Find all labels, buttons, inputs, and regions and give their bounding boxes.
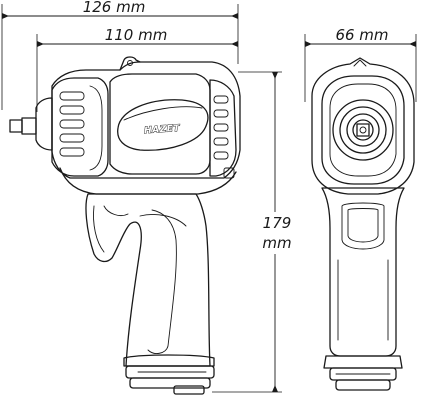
width-dimension: 66 mm: [304, 26, 417, 102]
side-front-slot-4: [59, 133, 85, 143]
side-rear-slot-3: [213, 123, 229, 132]
side-logo-swoosh: [123, 106, 203, 121]
side-rear-slot-2: [213, 109, 229, 118]
overall-length-arrow-left: [2, 13, 9, 19]
overall-length-arrow-right: [231, 13, 238, 19]
front-head-inner: [321, 75, 405, 185]
overall-length-label: 126 mm: [83, 0, 146, 16]
height-arrow-bottom: [272, 385, 278, 392]
front-anvil-pin: [359, 126, 367, 134]
side-rear-switch: [223, 167, 235, 179]
body-length-label: 110 mm: [105, 26, 168, 44]
width-arrow-left: [305, 41, 312, 47]
side-air-inlet: [173, 385, 205, 395]
side-logo-oval: [117, 99, 209, 151]
height-label-backdrop: [264, 212, 290, 254]
overall-length-dimension: 126 mm: [1, 0, 239, 110]
front-trigger: [347, 208, 379, 243]
side-front-housing: [51, 77, 109, 177]
height-dimension: 179 mm: [212, 71, 292, 393]
front-base-ring-3: [335, 379, 391, 391]
side-rear-slot-5: [213, 151, 229, 160]
front-view-wrench: [311, 57, 415, 391]
side-base-ring-3: [129, 377, 211, 389]
front-grip-inner: [341, 202, 385, 250]
side-grip-panel: [147, 209, 177, 354]
side-front-slot-5: [59, 147, 85, 157]
front-top-lug: [353, 59, 367, 67]
body-length-arrow-right: [231, 41, 238, 47]
side-anvil-tip: [9, 119, 23, 133]
side-front-guard: [89, 85, 103, 171]
front-head-outline: [311, 57, 415, 195]
side-front-slot-2: [59, 105, 85, 115]
brand-logo-text: HAZET: [144, 124, 181, 136]
body-length-arrow-left: [37, 41, 44, 47]
side-rear-slot-4: [213, 137, 229, 146]
side-trigger-outline: [103, 205, 129, 217]
side-rear-housing: [209, 79, 237, 177]
front-base-ring-1: [323, 355, 403, 369]
side-rear-slot-1: [213, 95, 229, 104]
side-top-lug: [119, 56, 141, 71]
side-anvil-square: [21, 117, 37, 135]
side-center-panel: [109, 73, 211, 175]
height-label-unit: mm: [262, 234, 291, 252]
width-arrow-right: [409, 41, 416, 47]
front-anvil-ring-2: [339, 106, 387, 154]
front-anvil-square: [356, 123, 370, 137]
side-grip-panel-edge: [139, 214, 187, 227]
side-grip-inner-line: [93, 205, 105, 253]
front-anvil-ring-1: [332, 99, 394, 161]
side-front-nose: [35, 97, 53, 151]
side-view-wrench: HAZET: [9, 56, 241, 395]
side-housing-bottom: [59, 167, 237, 195]
front-anvil-ring-3: [346, 113, 380, 147]
front-anvil-ring-4: [352, 119, 374, 141]
side-main-housing: [51, 61, 241, 179]
side-top-lug-hole: [127, 60, 133, 66]
width-label: 66 mm: [335, 26, 388, 44]
side-front-slot-3: [59, 119, 85, 129]
front-head-inner-2: [329, 83, 397, 177]
front-grip-outline: [321, 187, 405, 357]
height-arrow-top: [272, 72, 278, 79]
side-base-ring-1: [123, 354, 215, 367]
side-grip-outline: [85, 193, 211, 367]
body-length-dimension: 110 mm: [36, 26, 238, 112]
height-label-value: 179: [263, 214, 292, 232]
side-front-slot-1: [59, 91, 85, 101]
